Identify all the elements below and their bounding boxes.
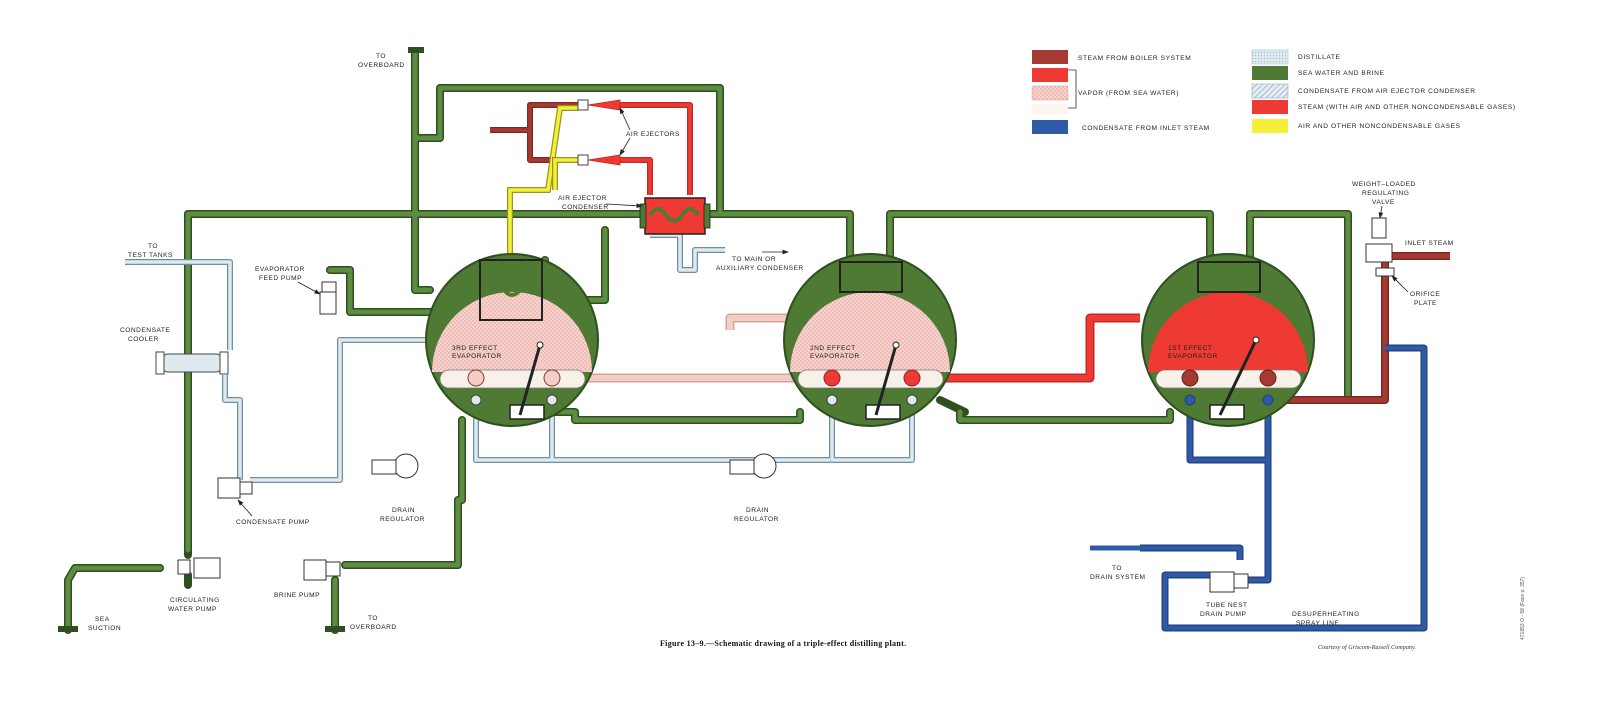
legend-label-steam-gases: STEAM (WITH AIR AND OTHER NONCONDENSABLE… <box>1298 104 1516 111</box>
label-2nd-effect-1: 2ND EFFECT <box>810 345 856 352</box>
legend-swatch-condensate-inlet <box>1032 120 1068 134</box>
label-sea-suction-2: SUCTION <box>88 625 121 632</box>
figure-caption: Figure 13–9.—Schematic drawing of a trip… <box>660 639 906 648</box>
label-drain-regulator-1b: REGULATOR <box>380 516 425 523</box>
label-air-ejectors: AIR EJECTORS <box>626 131 680 138</box>
steam-piping <box>475 102 1450 404</box>
circulating-water-pump <box>177 557 221 579</box>
legend-label-air-gases: AIR AND OTHER NONCONDENSABLE GASES <box>1298 123 1461 130</box>
label-valve-2: REGULATING <box>1362 190 1409 197</box>
label-valve-3: VALVE <box>1372 199 1395 206</box>
label-valve-1: WEIGHT–LOADED <box>1352 181 1416 188</box>
legend-label-steam-boiler: STEAM FROM BOILER SYSTEM <box>1078 55 1191 62</box>
label-2nd-effect-2: EVAPORATOR <box>810 353 860 360</box>
label-air-ejector-condenser-1: AIR EJECTOR <box>558 195 607 202</box>
brine-pump <box>303 559 341 581</box>
side-note: 471853 O - 58 (Face p. 357) <box>1520 577 1526 640</box>
label-drain-regulator-2b: REGULATOR <box>734 516 779 523</box>
label-drain-regulator-1a: DRAIN <box>392 507 415 514</box>
label-to-overboard-bottom-2: OVERBOARD <box>350 624 397 631</box>
label-to-main-condenser-2: AUXILIARY CONDENSER <box>716 265 804 272</box>
legend-swatch-sea-water <box>1252 66 1288 80</box>
evaporator-3rd-effect <box>425 253 599 427</box>
air-ejectors <box>577 99 621 166</box>
label-desuperheating-2: SPRAY LINE <box>1296 620 1339 627</box>
label-to-main-condenser-1: TO MAIN OR <box>732 256 776 263</box>
legend-swatch-condensate-air-ejector <box>1251 83 1289 99</box>
drain-regulator-2 <box>729 453 777 479</box>
label-orifice-plate-1: ORIFICE <box>1410 291 1440 298</box>
legend-bracket <box>1068 69 1077 109</box>
air-gases-piping <box>507 105 578 260</box>
label-orifice-plate-2: PLATE <box>1414 300 1437 307</box>
tube-nest-drain-pump <box>1209 571 1249 593</box>
evaporator-1st-effect <box>1141 253 1315 427</box>
legend-label-distillate: DISTILLATE <box>1298 54 1341 61</box>
label-condensate-pump: CONDENSATE PUMP <box>236 519 310 526</box>
evaporator-feed-pump <box>319 281 337 315</box>
evaporator-2nd-effect <box>783 253 957 427</box>
label-1st-effect-1: 1ST EFFECT <box>1168 345 1212 352</box>
legend-swatch-steam-boiler <box>1032 50 1068 64</box>
legend-label-condensate-inlet: CONDENSATE FROM INLET STEAM <box>1082 125 1210 132</box>
legend: STEAM FROM BOILER SYSTEM VAPOR (FROM SEA… <box>1031 49 1516 134</box>
legend-swatch-vapor-red <box>1032 68 1068 82</box>
label-evaporator-feed-pump-2: FEED PUMP <box>259 275 302 282</box>
legend-label-sea-water: SEA WATER AND BRINE <box>1298 70 1385 77</box>
label-1st-effect-2: EVAPORATOR <box>1168 353 1218 360</box>
label-to-overboard-top-1: TO <box>376 53 386 60</box>
label-to-overboard-bottom-1: TO <box>368 615 378 622</box>
label-to-overboard-top-2: OVERBOARD <box>358 62 405 69</box>
label-tube-nest-drain-pump-1: TUBE NEST <box>1206 602 1248 609</box>
condensate-pump <box>217 477 253 499</box>
label-desuperheating-1: DESUPERHEATING <box>1292 611 1360 618</box>
label-inlet-steam: INLET STEAM <box>1405 240 1454 247</box>
legend-swatch-vapor-pink <box>1031 85 1069 101</box>
label-air-ejector-condenser-2: CONDENSER <box>562 204 609 211</box>
label-condensate-cooler-1: CONDENSATE <box>120 327 170 334</box>
label-evaporator-feed-pump-1: EVAPORATOR <box>255 266 305 273</box>
condensate-piping <box>1090 344 1428 632</box>
labels: TO OVERBOARD AIR EJECTORS AIR EJECTOR CO… <box>88 53 1454 632</box>
label-to-drain-system-2: DRAIN SYSTEM <box>1090 574 1145 581</box>
label-circulating-water-pump-1: CIRCULATING <box>170 597 220 604</box>
figure-credit: Courtesy of Griscom-Russell Company. <box>1318 644 1416 651</box>
label-to-drain-system-1: TO <box>1112 565 1122 572</box>
drain-regulator-1 <box>371 453 419 479</box>
label-3rd-effect-1: 3RD EFFECT <box>452 345 498 352</box>
condensate-cooler <box>155 351 229 375</box>
legend-label-condensate-air-ejector: CONDENSATE FROM AIR EJECTOR CONDENSER <box>1298 88 1476 95</box>
weight-loaded-regulating-valve <box>1365 217 1395 277</box>
legend-swatch-air-gases <box>1252 119 1288 133</box>
legend-swatch-vapor-white <box>1032 104 1068 114</box>
legend-label-vapor: VAPOR (FROM SEA WATER) <box>1078 90 1179 97</box>
label-condensate-cooler-2: COOLER <box>128 336 159 343</box>
air-ejector-condenser <box>639 197 711 235</box>
legend-swatch-steam-gases <box>1252 100 1288 114</box>
distillate-piping <box>125 232 915 483</box>
label-circulating-water-pump-2: WATER PUMP <box>168 606 217 613</box>
label-3rd-effect-2: EVAPORATOR <box>452 353 502 360</box>
legend-swatch-distillate <box>1251 49 1289 65</box>
label-drain-regulator-2a: DRAIN <box>746 507 769 514</box>
label-brine-pump: BRINE PUMP <box>274 592 320 599</box>
label-sea-suction-1: SEA <box>95 616 110 623</box>
label-to-test-tanks-2: TEST TANKS <box>128 252 173 259</box>
label-tube-nest-drain-pump-2: DRAIN PUMP <box>1200 611 1246 618</box>
label-to-test-tanks-1: TO <box>148 243 158 250</box>
